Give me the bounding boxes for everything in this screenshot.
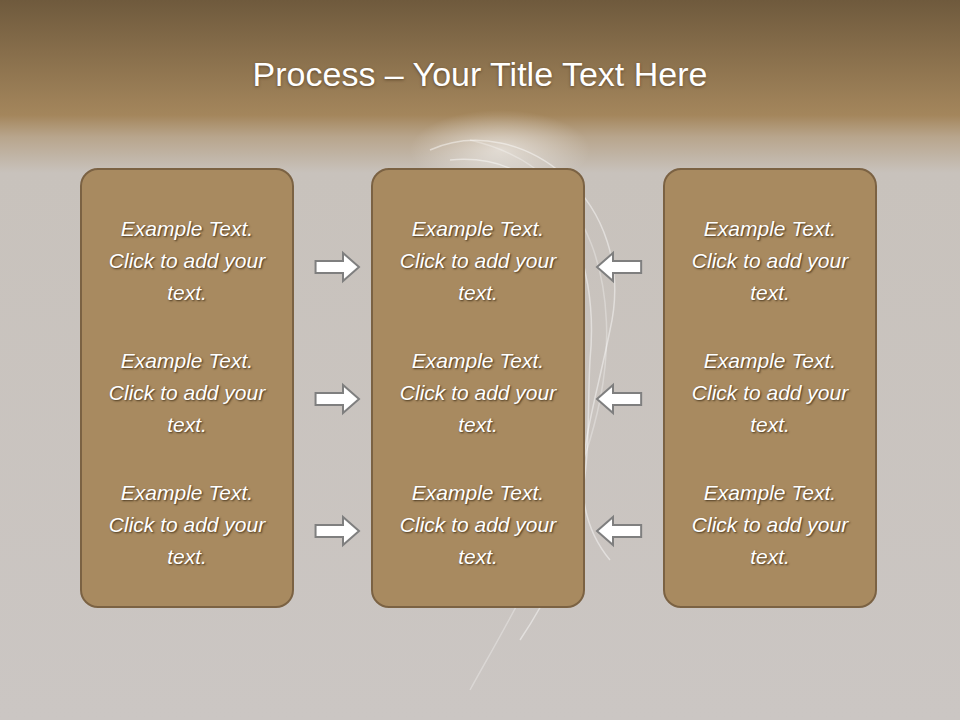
box-text: Example Text. Click to add your text. [685,477,855,573]
box-text: Example Text. Click to add your text. [685,213,855,309]
block-arrow [597,253,641,281]
block-arrow [597,385,641,413]
box-text: Example Text. Click to add your text. [393,477,563,573]
box-text: Example Text. Click to add your text. [393,213,563,309]
process-box: Example Text. Click to add your text. Exa… [663,168,877,608]
block-arrow [597,517,641,545]
title: Process – Your Title Text Here [0,52,960,96]
box-text: Example Text. Click to add your text. [102,213,272,309]
block-arrow [316,253,359,281]
box-text: Example Text. Click to add your text. [102,345,272,441]
box-text: Example Text. Click to add your text. [685,345,855,441]
box-text: Example Text. Click to add your text. [102,477,272,573]
box-text: Example Text. Click to add your text. [393,345,563,441]
block-arrow [316,385,359,413]
process-box: Example Text. Click to add your text. Exa… [80,168,294,608]
block-arrow [316,517,359,545]
process-box: Example Text. Click to add your text. Exa… [371,168,585,608]
